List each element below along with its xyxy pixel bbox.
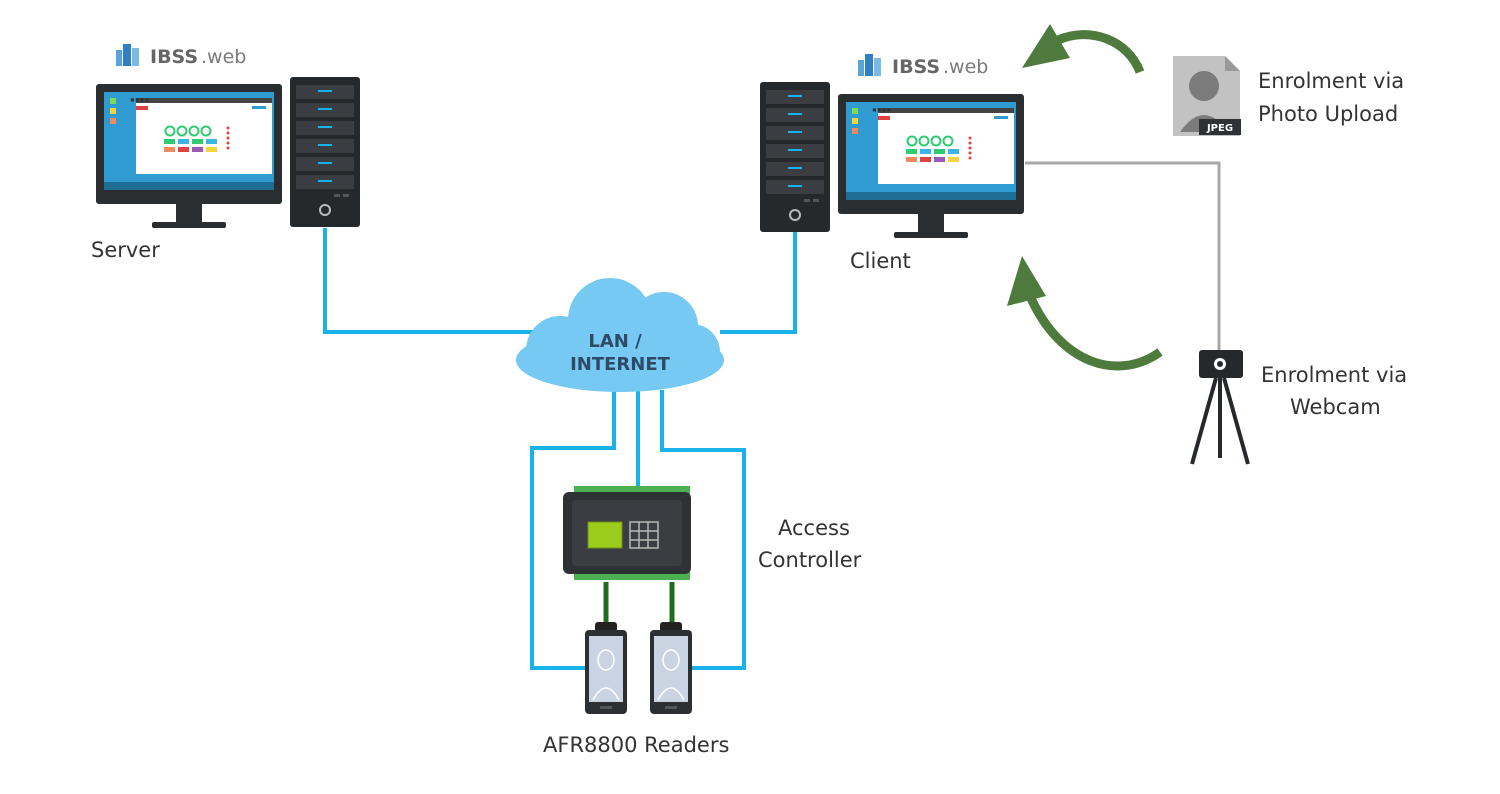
cloud-label-line1: LAN / [588, 331, 642, 352]
webcam-enrolment-label-line1: Enrolment via [1261, 363, 1407, 387]
server-monitor-icon [95, 83, 283, 229]
webcam-enrolment-label-line2: Webcam [1290, 395, 1381, 419]
cloud-icon [516, 278, 724, 392]
photo-enrolment-label-line2: Photo Upload [1258, 102, 1398, 126]
client-screen-text: ▪▪▪▪ [872, 105, 891, 114]
access-controller-icon [563, 486, 691, 580]
brand-name: IBSS [150, 46, 198, 68]
server-tower-icon [289, 76, 361, 228]
curved-arrow-icon [1007, 256, 1163, 371]
buildings-icon [858, 54, 881, 76]
client-tower-icon [759, 81, 831, 233]
brand-name: IBSS [892, 56, 940, 78]
client-label: Client [850, 249, 911, 273]
cloud-label-line2: INTERNET [570, 354, 671, 375]
reader-link-right [660, 390, 746, 670]
client-link [720, 228, 797, 334]
controller-label-line2: Controller [758, 548, 862, 572]
client-monitor-icon [837, 93, 1025, 239]
server-link [323, 228, 540, 334]
server-screen-text: ▪▪▪▪ [130, 95, 149, 104]
brand-suffix: .web [943, 56, 988, 78]
brand-suffix: .web [201, 46, 246, 68]
network-cabling [323, 228, 797, 670]
readers-label: AFR8800 Readers [543, 733, 729, 757]
server-label: Server [91, 238, 160, 262]
photo-file-icon: JPEG [1173, 56, 1241, 136]
photo-enrolment-label-line1: Enrolment via [1258, 69, 1404, 93]
reader-link-left [530, 390, 616, 670]
client-brand-logo: IBSS .web [858, 54, 988, 78]
face-reader-icon [649, 621, 693, 715]
webcam-cable [1025, 161, 1221, 352]
buildings-icon [116, 44, 139, 66]
curved-arrow-icon [1022, 24, 1145, 74]
controller-label-line1: Access [778, 516, 850, 540]
jpeg-badge: JPEG [1206, 123, 1233, 134]
server-brand-logo: IBSS .web [116, 44, 246, 68]
webcam-tripod-icon [1190, 350, 1250, 465]
face-reader-icon [584, 621, 628, 715]
